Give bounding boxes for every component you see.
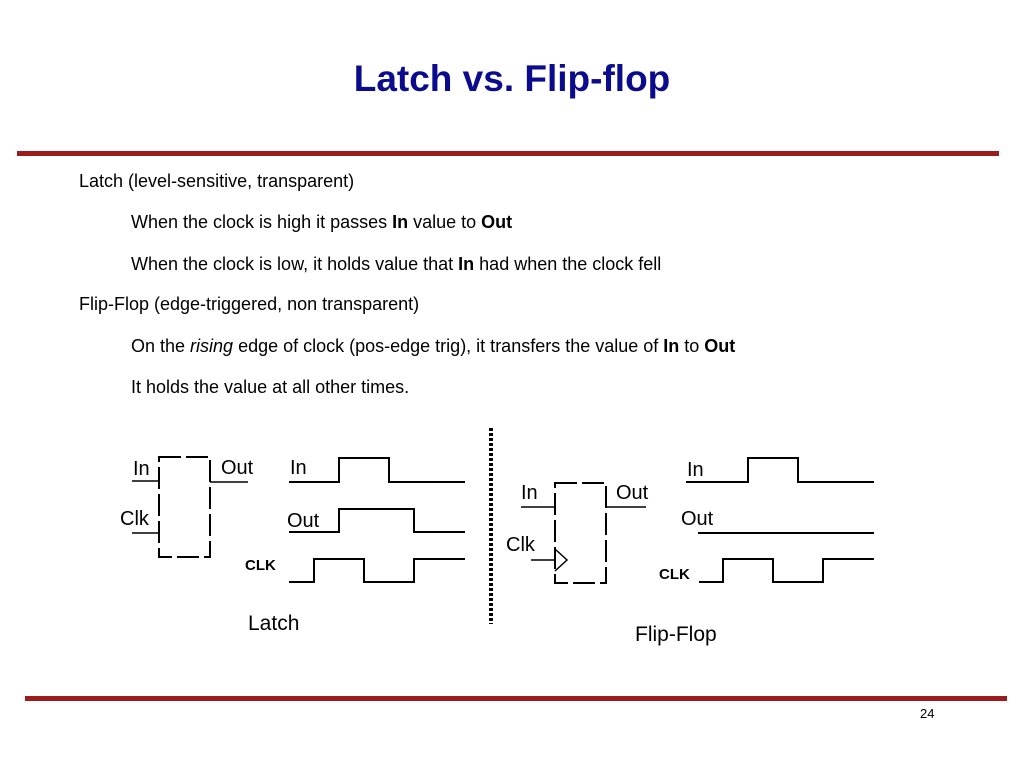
- flipflop-symbol: [521, 482, 646, 584]
- latch-in-waveform: [289, 457, 465, 483]
- top-divider: [17, 151, 999, 156]
- slide-title: Latch vs. Flip-flop: [353, 58, 671, 99]
- ff-wave-clk-label: CLK: [659, 566, 690, 583]
- bottom-divider: [25, 696, 1007, 701]
- latch-clk-waveform: [289, 558, 465, 583]
- bullet-ff-heading: Flip-Flop (edge-triggered, non transpare…: [79, 294, 420, 314]
- bullet-latch-heading: Latch (level-sensitive, transparent): [79, 171, 355, 191]
- latch-wave-clk-label: CLK: [245, 557, 276, 574]
- flipflop-out-label: Out: [616, 482, 649, 504]
- page-number: 24: [920, 706, 935, 721]
- latch-wave-in-label: In: [290, 457, 307, 479]
- latch-box: [158, 456, 211, 558]
- latch-wave-out-label: Out: [287, 510, 320, 532]
- latch-caption: Latch: [248, 612, 299, 635]
- latch-in-label: In: [133, 458, 150, 480]
- ff-clk-waveform: [699, 558, 874, 583]
- bullet-ff-hold: It holds the value at all other times.: [131, 377, 410, 397]
- bullet-latch-low: When the clock is low, it holds value th…: [131, 254, 662, 274]
- ff-in-waveform: [686, 457, 874, 483]
- latch-clk-label: Clk: [120, 508, 150, 530]
- latch-out-waveform: [289, 508, 465, 533]
- ff-wave-in-label: In: [687, 459, 704, 481]
- ff-wave-out-label: Out: [681, 508, 714, 530]
- flipflop-in-label: In: [521, 482, 538, 504]
- latch-symbol: [132, 456, 248, 558]
- bullet-latch-high: When the clock is high it passes In valu…: [131, 212, 513, 232]
- bullet-ff-rising: On the rising edge of clock (pos-edge tr…: [131, 336, 736, 356]
- clock-edge-triangle-icon: [554, 548, 569, 572]
- flipflop-clk-label: Clk: [506, 534, 536, 556]
- flipflop-box: [554, 482, 607, 584]
- latch-out-label: Out: [221, 457, 254, 479]
- ff-caption: Flip-Flop: [635, 623, 717, 646]
